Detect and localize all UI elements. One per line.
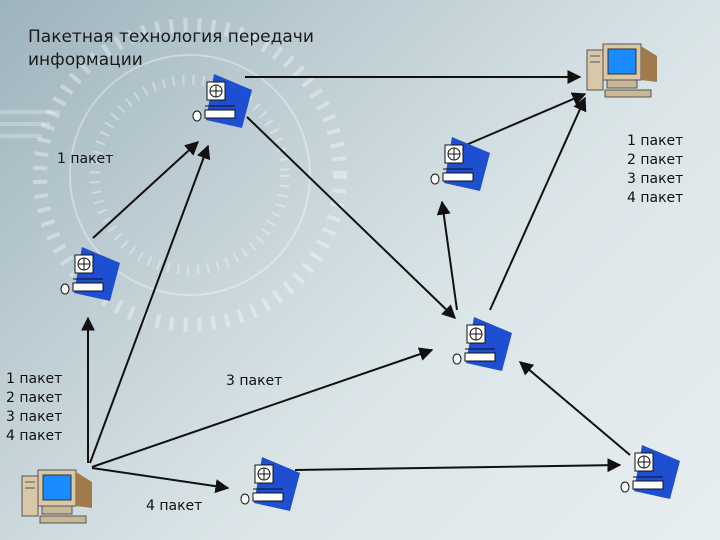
arrow-top-to-center [246,116,457,319]
packet-stack-right-item: 1 пакет [627,133,684,149]
arrow-center-to-destination [489,96,587,311]
network-node-icon [430,137,490,191]
packet-stack-left-item: 1 пакет [6,371,63,387]
packet-label-middle: 3 пакет [226,373,283,389]
arrow-right-mid-to-destination [465,92,587,146]
packet-stack-left-item: 3 пакет [6,409,63,425]
packet-label-top-left: 1 пакет [57,151,114,167]
network-node-icon [620,445,680,499]
arrow-center-to-right-mid [436,200,458,311]
network-node-icon [452,317,512,371]
network-node-icon [192,74,252,128]
packet-stack-right-item: 3 пакет [627,171,684,187]
source-computer-icon [21,469,92,524]
packet-stack-right-item: 4 пакет [627,190,684,206]
arrow-bottom-to-right [294,458,622,473]
title-line-1: Пакетная технология передачи [28,27,314,47]
arrow-right-to-center [518,361,631,456]
packet-stack-right: 1 пакет 2 пакет 3 пакет 4 пакет [627,132,683,208]
arrow-left-to-top [92,141,200,239]
arrow-source-to-bottom [91,467,230,494]
network-node-icon [240,457,300,511]
slide-title: Пакетная технология передачи информации [28,26,368,72]
packet-stack-right-item: 2 пакет [627,152,684,168]
packet-stack-left-item: 2 пакет [6,390,63,406]
packet-stack-left-item: 4 пакет [6,428,63,444]
network-node-icon [60,247,120,301]
packet-stack-left: 1 пакет 2 пакет 3 пакет 4 пакет [6,370,62,446]
packet-label-bottom: 4 пакет [146,498,203,514]
arrow-source-to-top [89,144,211,464]
title-line-2: информации [28,50,143,70]
arrow-source-to-center [91,347,434,468]
destination-computer-icon [586,43,657,98]
